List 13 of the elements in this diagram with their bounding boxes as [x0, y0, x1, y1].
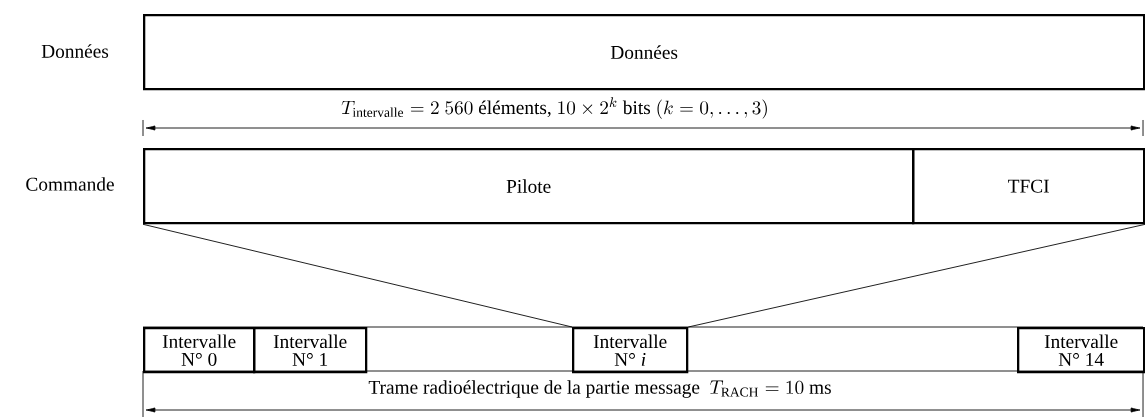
field-box: Données [143, 14, 1145, 91]
slot-box: Intervalle N° 14 [1017, 327, 1145, 374]
expansion-line [687, 223, 1145, 328]
expansion-line [142, 223, 573, 328]
slot-box: Intervalle N° 0 [143, 327, 256, 374]
dimension-label: $T_{\mathrm{intervalle}} = 2\ 560\ \text{éléments, } 10 \times 2^{k}\ \text{bits}\ (k = 0, \ldots, 3)$ [339, 95, 771, 121]
slot-box: Intervalle N° 1 [253, 327, 368, 374]
dimension-label: $\text{Trame radioélectrique de la partie message }\ T_{\mathrm{RACH}} = 10\ \text{ms}$ [366, 378, 834, 400]
side-label: Commande [26, 177, 114, 191]
slot-box: Intervalle N° i [572, 327, 689, 374]
field-box: Pilote [143, 148, 915, 225]
field-box: TFCI [912, 148, 1145, 225]
side-label: Données [41, 44, 109, 58]
